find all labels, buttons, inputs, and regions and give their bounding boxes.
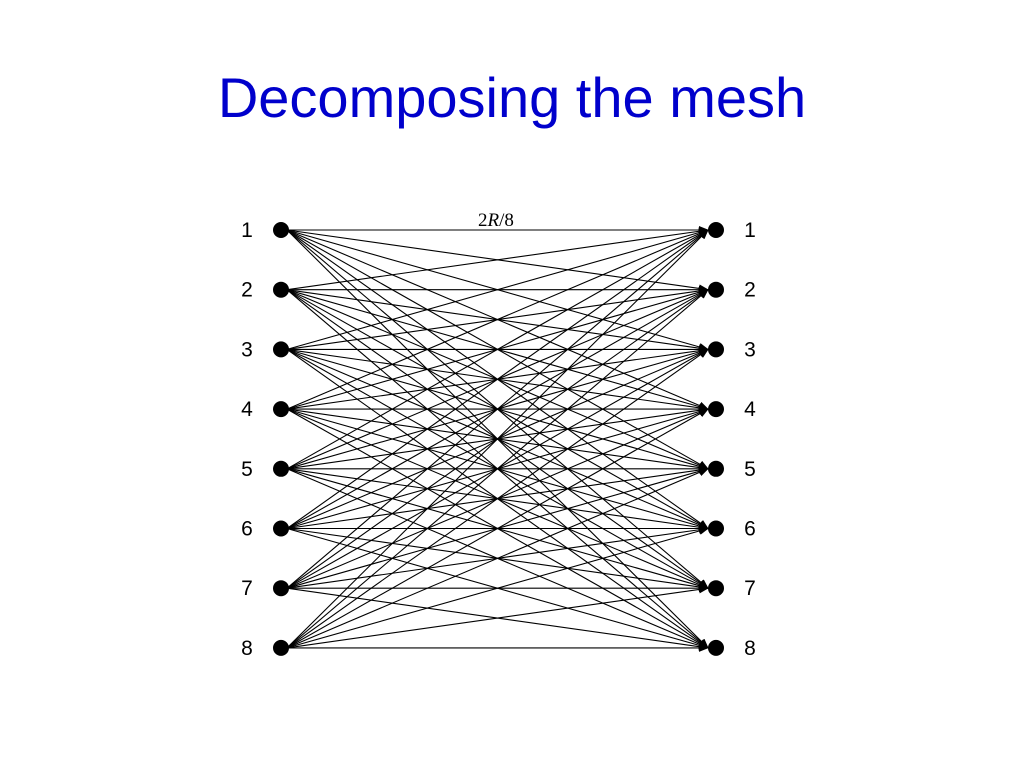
link-rate-label: 2R/8 bbox=[478, 210, 514, 231]
output-node-2 bbox=[708, 281, 724, 298]
input-label: 4 bbox=[241, 398, 253, 421]
input-node-3 bbox=[273, 341, 289, 358]
mesh-link-8-to-5 bbox=[286, 468, 709, 649]
mesh-link-8-to-6 bbox=[286, 527, 709, 649]
input-node-1 bbox=[273, 222, 289, 238]
input-node-5 bbox=[273, 460, 289, 477]
output-node-3 bbox=[708, 341, 724, 358]
input-label: 8 bbox=[241, 637, 253, 660]
mesh-nodes bbox=[273, 222, 724, 656]
mesh-edges bbox=[286, 226, 709, 652]
output-label: 8 bbox=[744, 637, 756, 660]
mesh-link-8-to-1 bbox=[286, 229, 709, 649]
output-label: 6 bbox=[744, 518, 756, 541]
link-rate-suffix: /8 bbox=[499, 210, 514, 231]
input-node-8 bbox=[273, 639, 289, 656]
mesh-link-6-to-1 bbox=[286, 229, 709, 529]
input-node-2 bbox=[273, 281, 289, 298]
input-label: 6 bbox=[241, 518, 253, 541]
output-label: 4 bbox=[744, 398, 756, 421]
mesh-link-5-to-1 bbox=[286, 229, 709, 470]
input-label: 1 bbox=[241, 219, 253, 242]
mesh-link-4-to-1 bbox=[286, 229, 709, 410]
mesh-link-8-to-7 bbox=[286, 585, 709, 649]
input-label: 2 bbox=[241, 279, 253, 302]
output-label: 2 bbox=[744, 279, 756, 302]
output-label: 3 bbox=[744, 338, 756, 361]
output-node-5 bbox=[708, 460, 724, 477]
input-label: 7 bbox=[241, 577, 253, 600]
output-node-1 bbox=[708, 222, 724, 238]
output-label: 7 bbox=[744, 577, 756, 600]
mesh-link-7-to-1 bbox=[286, 229, 709, 589]
output-label: 5 bbox=[744, 458, 756, 481]
input-node-7 bbox=[273, 580, 289, 597]
link-rate-prefix: 2 bbox=[478, 210, 488, 231]
slide-title: Decomposing the mesh bbox=[217, 66, 807, 129]
link-rate-variable: R bbox=[487, 210, 500, 231]
output-node-8 bbox=[708, 639, 724, 656]
input-node-4 bbox=[273, 401, 289, 418]
input-node-6 bbox=[273, 520, 289, 537]
input-label: 3 bbox=[241, 338, 253, 361]
mesh-labels: 1 2 3 4 5 6 7 8 1 2 3 4 5 6 7 8 bbox=[241, 219, 756, 660]
output-node-4 bbox=[708, 401, 724, 418]
mesh-link-8-to-3 bbox=[286, 348, 709, 649]
output-label: 1 bbox=[744, 219, 756, 242]
mesh-link-8-to-2 bbox=[286, 289, 709, 649]
input-label: 5 bbox=[241, 458, 253, 481]
output-node-7 bbox=[708, 580, 724, 597]
mesh-link-3-to-1 bbox=[286, 228, 709, 350]
output-node-6 bbox=[708, 520, 724, 537]
mesh-link-8-to-4 bbox=[286, 408, 709, 649]
mesh-link-2-to-1 bbox=[286, 227, 709, 291]
